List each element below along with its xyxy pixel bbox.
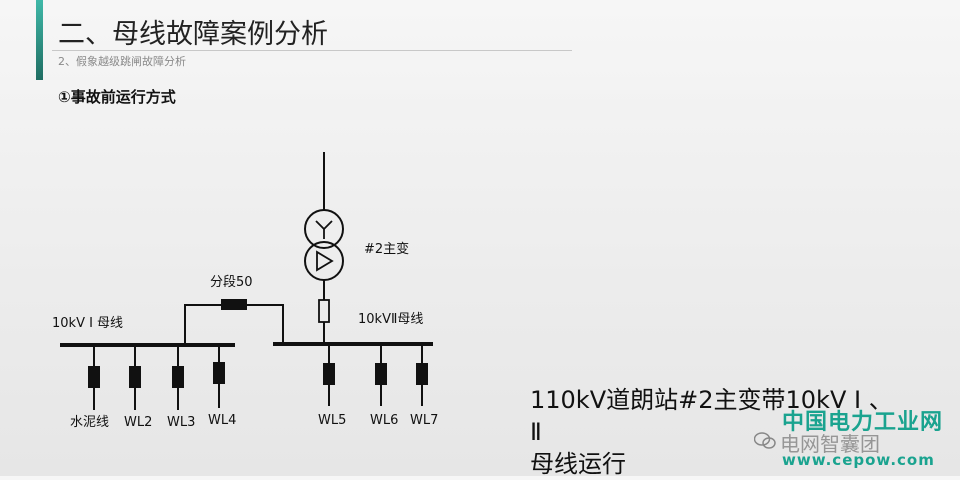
page-title: 二、母线故障案例分析: [58, 19, 328, 50]
page-subtitle: 2、假象越级跳闸故障分析: [58, 55, 186, 68]
accent-bar: [36, 0, 43, 80]
watermark-site-name: 中国电力工业网: [782, 410, 944, 435]
wye-symbol-icon: [315, 220, 333, 239]
bus-tie-label: 分段50: [210, 275, 253, 290]
feeder-label: WL3: [167, 415, 195, 430]
feeder-bus2-2: [375, 344, 387, 406]
wechat-icon: [754, 432, 776, 449]
transformer-breaker: [318, 299, 330, 323]
feeder-label: 水泥线: [70, 415, 109, 430]
watermark-url: www.cepow.com: [782, 451, 935, 469]
feeder-bus1-2: [129, 345, 141, 410]
feeder-bus2-3: [416, 344, 428, 406]
title-divider: [52, 50, 572, 51]
transformer-winding-upper: [304, 209, 344, 249]
feeder-label: WL4: [208, 413, 236, 428]
feeder-label: WL6: [370, 413, 398, 428]
feeder-label: WL2: [124, 415, 152, 430]
summary-line: 母线运行: [530, 450, 626, 478]
transformer-label: #2主变: [364, 241, 409, 257]
summary-line: 110kV道朗站#2主变带10kV Ⅰ 、 Ⅱ: [530, 386, 893, 446]
bus-1-label: 10kV Ⅰ 母线: [52, 316, 123, 331]
bus-tie-line: [184, 304, 284, 345]
feeder-bus1-3: [172, 345, 184, 410]
feeder-bus2-1: [323, 344, 335, 406]
feeder-bus1-1: [88, 345, 100, 410]
delta-symbol-icon: [316, 250, 334, 272]
bus-2-label: 10kVⅡ母线: [358, 312, 423, 327]
watermark-brand: 电网智囊团: [780, 432, 880, 456]
section-heading: ①事故前运行方式: [58, 88, 176, 106]
feeder-label: WL5: [318, 413, 346, 428]
feeder-label: WL7: [410, 413, 438, 428]
bus-tie-breaker: [221, 299, 247, 310]
summary-text: 110kV道朗站#2主变带10kV Ⅰ 、 Ⅱ 母线运行: [530, 384, 910, 480]
feeder-bus1-4: [213, 345, 225, 408]
